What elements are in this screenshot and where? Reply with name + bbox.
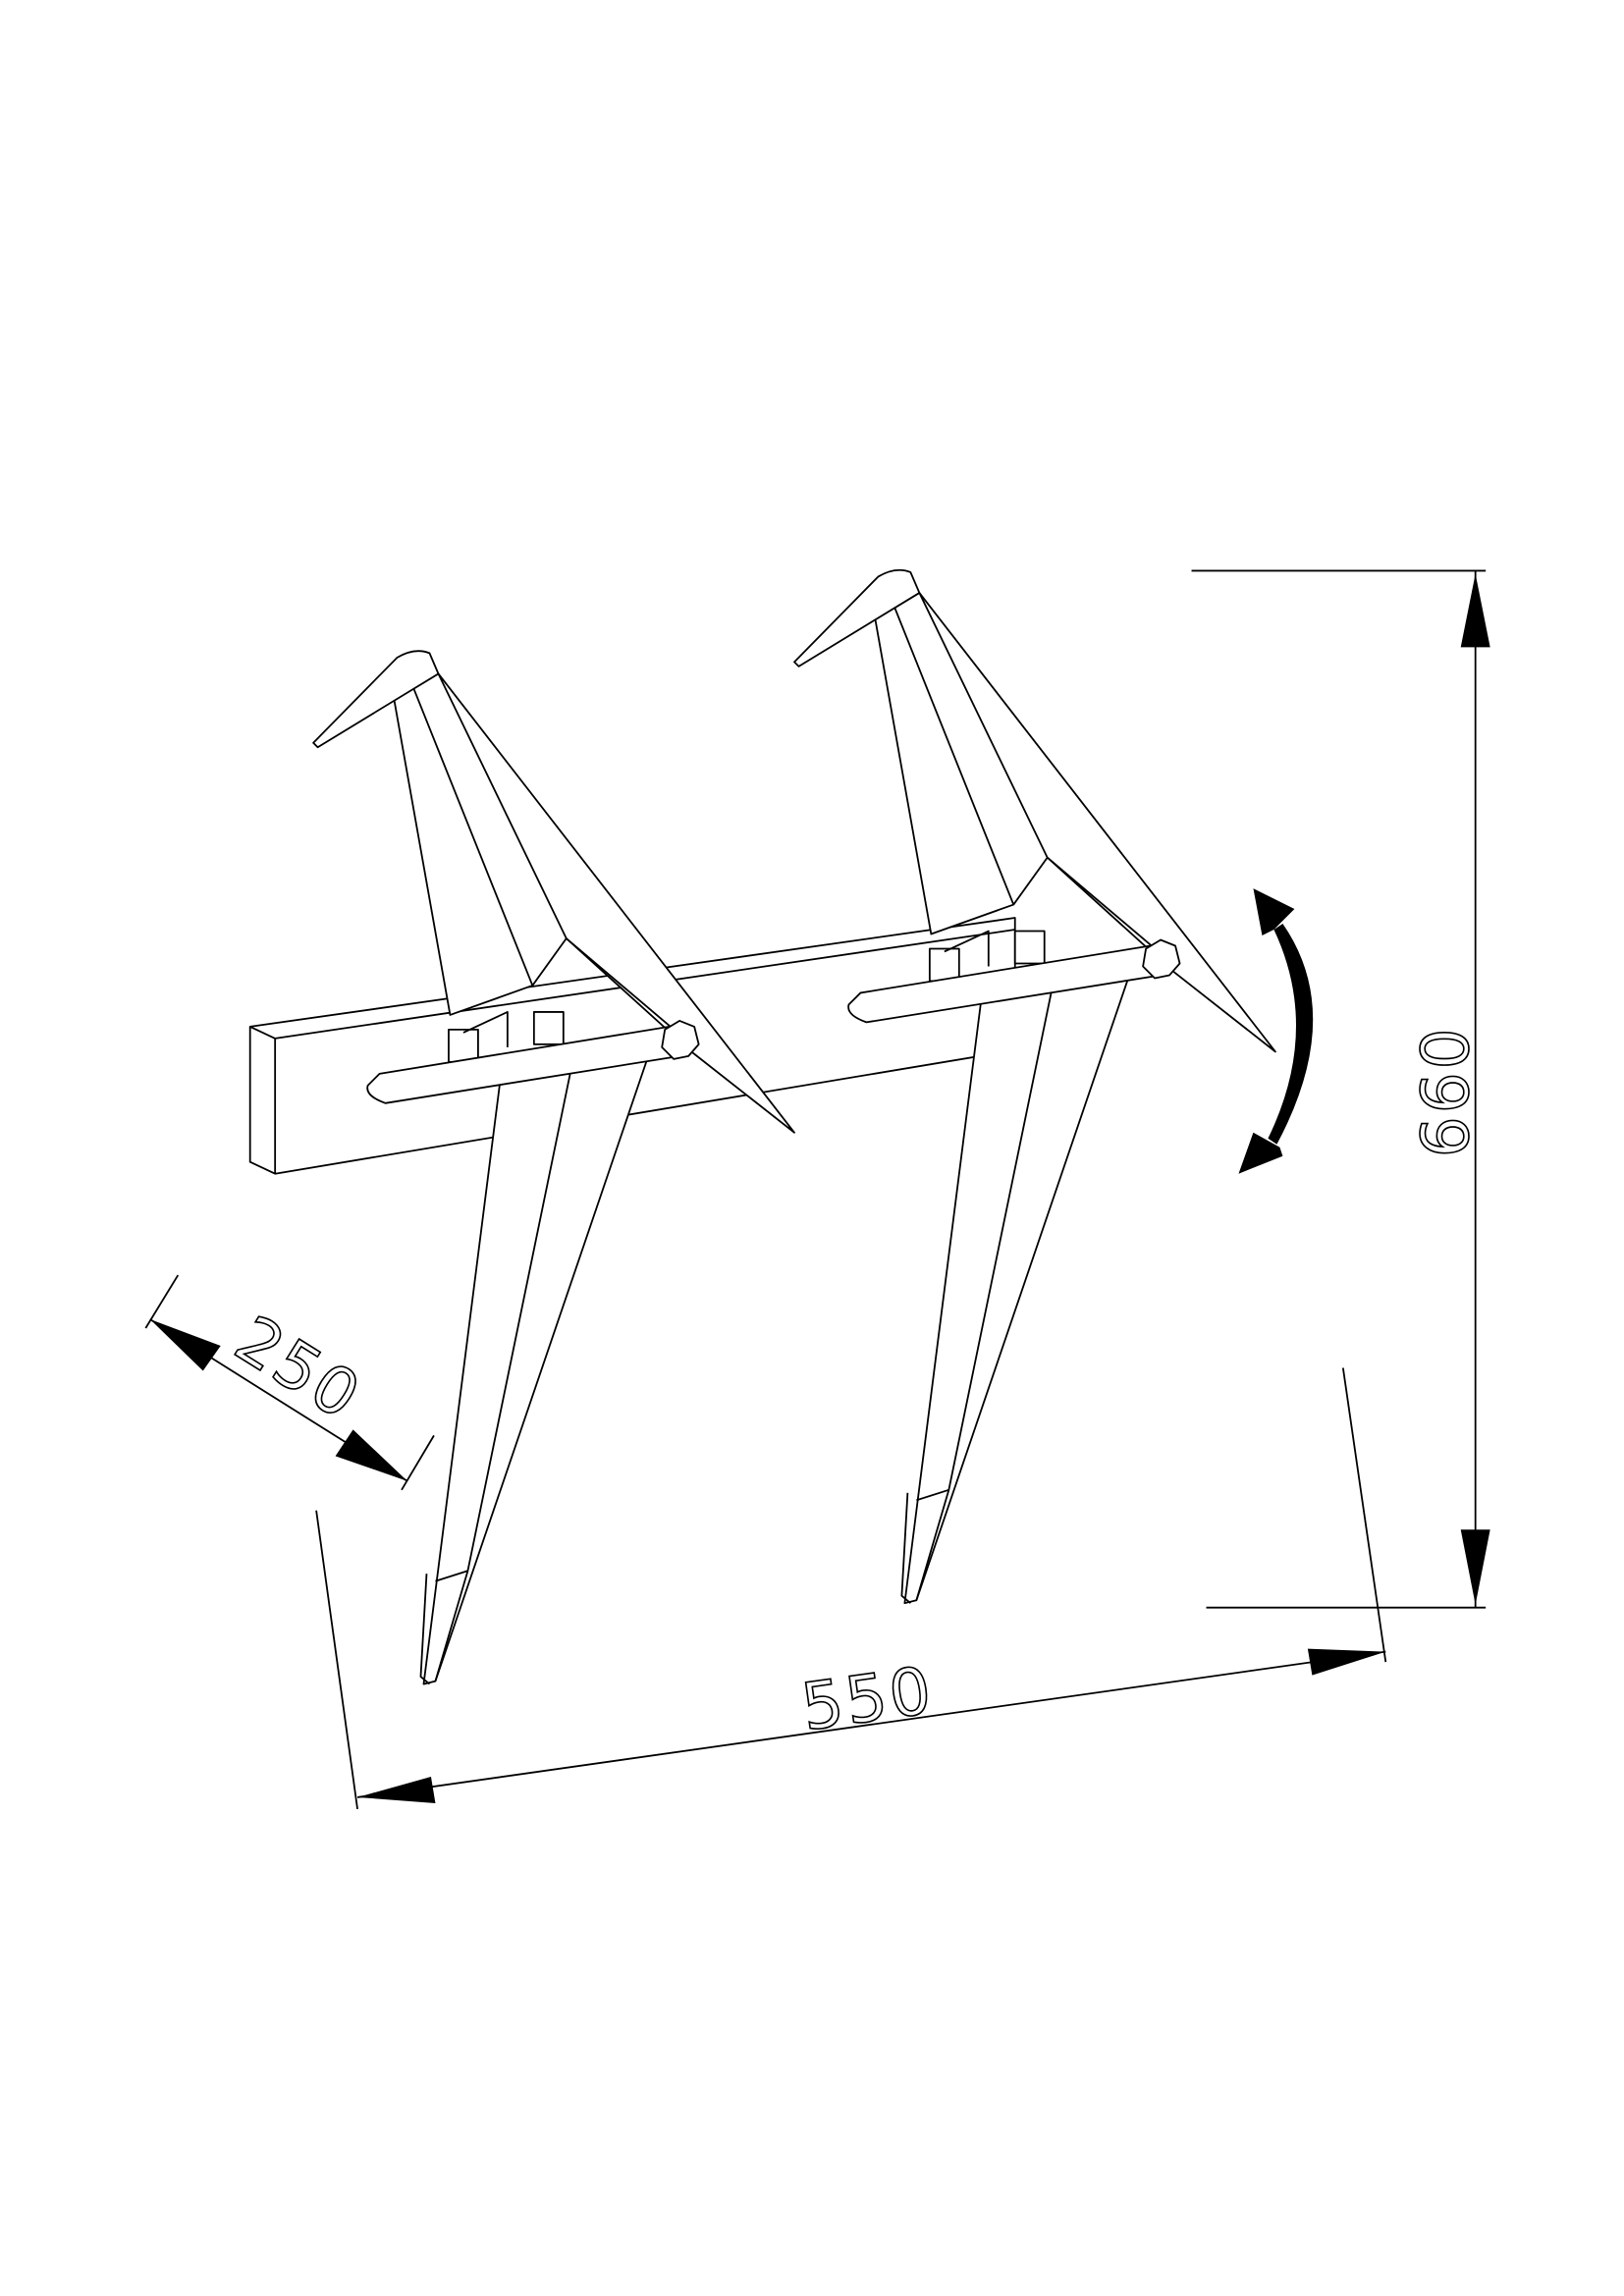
height-dimension: 660	[1191, 569, 1490, 1609]
depth-dimension-label: 250	[223, 1302, 375, 1436]
bird-lamp-right	[793, 568, 1276, 1605]
height-dimension-label: 660	[1408, 1025, 1484, 1157]
depth-dimension: 250	[144, 1274, 435, 1491]
bird-lamp-left	[312, 650, 795, 1685]
width-dimension: 550	[315, 1367, 1387, 1810]
width-dimension-label: 550	[797, 1652, 939, 1745]
rotation-arrow-icon	[1238, 888, 1314, 1174]
